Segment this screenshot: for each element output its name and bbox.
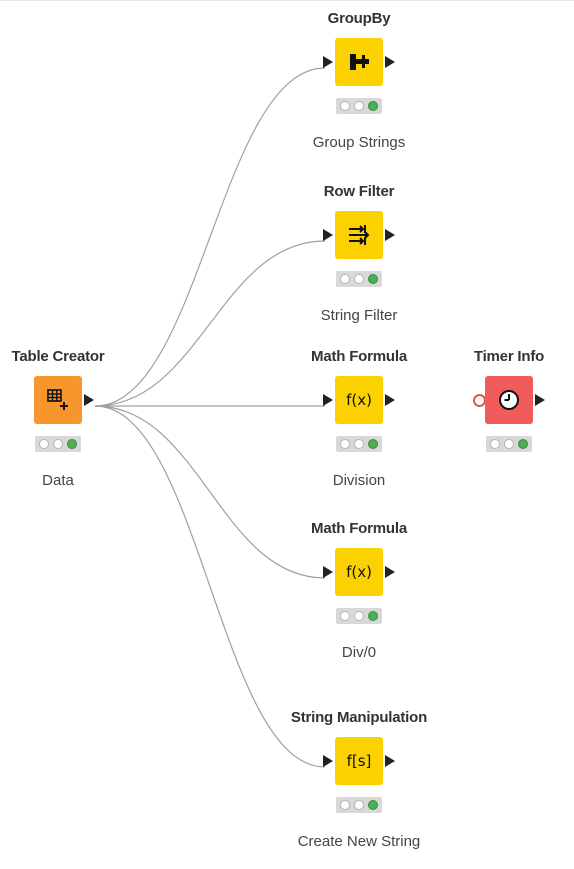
status-lamp-red <box>490 439 500 449</box>
function-s-icon: f[s] <box>346 752 372 770</box>
status-traffic-light <box>336 98 382 114</box>
node-title: String Manipulation <box>290 709 428 726</box>
output-port[interactable] <box>385 56 395 68</box>
output-port[interactable] <box>535 394 545 406</box>
node-label[interactable]: String Filter <box>320 307 398 324</box>
node-label[interactable]: Data <box>42 472 74 489</box>
status-lamp-yellow <box>504 439 514 449</box>
status-lamp-yellow <box>53 439 63 449</box>
connection-to-groupby[interactable] <box>94 67 326 407</box>
status-lamp-yellow <box>354 101 364 111</box>
output-port[interactable] <box>385 229 395 241</box>
input-port[interactable] <box>323 229 333 241</box>
input-port[interactable] <box>323 755 333 767</box>
table-plus-icon <box>47 389 68 410</box>
status-lamp-red <box>340 439 350 449</box>
status-lamp-yellow <box>354 274 364 284</box>
node-box[interactable] <box>335 38 383 86</box>
input-port[interactable] <box>323 566 333 578</box>
status-lamp-yellow <box>354 800 364 810</box>
node-title: GroupBy <box>327 10 391 27</box>
node-table-creator[interactable]: Table Creator Data <box>0 348 133 508</box>
node-title: Math Formula <box>311 520 407 537</box>
clock-icon <box>499 390 519 410</box>
node-title: Timer Info <box>473 348 545 365</box>
filter-arrows-icon <box>349 225 370 245</box>
status-lamp-red <box>340 800 350 810</box>
node-box[interactable] <box>485 376 533 424</box>
input-port[interactable] <box>323 394 333 406</box>
node-box[interactable]: f(x) <box>335 548 383 596</box>
node-row-filter[interactable]: Row Filter String Filter <box>284 183 434 343</box>
status-lamp-yellow <box>354 611 364 621</box>
status-lamp-green <box>368 274 378 284</box>
node-label[interactable]: Div/0 <box>341 644 377 661</box>
node-title: Table Creator <box>11 348 105 365</box>
status-lamp-green <box>368 611 378 621</box>
status-lamp-red <box>340 274 350 284</box>
node-groupby[interactable]: GroupBy Group Strings <box>284 10 434 170</box>
status-lamp-red <box>340 101 350 111</box>
output-port[interactable] <box>385 394 395 406</box>
node-title: Math Formula <box>311 348 407 365</box>
status-traffic-light <box>336 271 382 287</box>
output-port[interactable] <box>385 755 395 767</box>
status-lamp-green <box>67 439 77 449</box>
groupby-icon <box>350 54 369 70</box>
node-label[interactable]: Create New String <box>297 833 421 850</box>
function-x-icon: f(x) <box>346 391 372 409</box>
node-math-formula-division[interactable]: Math Formula f(x) Division <box>284 348 434 508</box>
input-port[interactable] <box>323 56 333 68</box>
node-label[interactable]: Division <box>332 472 386 489</box>
status-lamp-red <box>340 611 350 621</box>
node-box[interactable] <box>335 211 383 259</box>
status-lamp-green <box>368 439 378 449</box>
node-timer-info[interactable]: Timer Info <box>434 348 574 508</box>
status-traffic-light <box>35 436 81 452</box>
status-lamp-green <box>518 439 528 449</box>
status-traffic-light <box>336 797 382 813</box>
output-port[interactable] <box>385 566 395 578</box>
node-string-manipulation[interactable]: String Manipulation f[s] Create New Stri… <box>284 709 434 869</box>
status-lamp-green <box>368 800 378 810</box>
output-port[interactable] <box>84 394 94 406</box>
status-lamp-yellow <box>354 439 364 449</box>
status-traffic-light <box>486 436 532 452</box>
node-math-formula-div0[interactable]: Math Formula f(x) Div/0 <box>284 520 434 680</box>
connection-to-row-filter[interactable] <box>94 240 326 407</box>
function-x-icon: f(x) <box>346 563 372 581</box>
node-box[interactable] <box>34 376 82 424</box>
node-box[interactable]: f(x) <box>335 376 383 424</box>
connection-to-math-formula-div0[interactable] <box>94 405 326 579</box>
node-label[interactable]: Group Strings <box>312 134 406 151</box>
status-lamp-green <box>368 101 378 111</box>
status-traffic-light <box>336 608 382 624</box>
status-traffic-light <box>336 436 382 452</box>
node-title: Row Filter <box>323 183 395 200</box>
connection-to-string-manipulation[interactable] <box>94 405 326 768</box>
node-box[interactable]: f[s] <box>335 737 383 785</box>
status-lamp-red <box>39 439 49 449</box>
